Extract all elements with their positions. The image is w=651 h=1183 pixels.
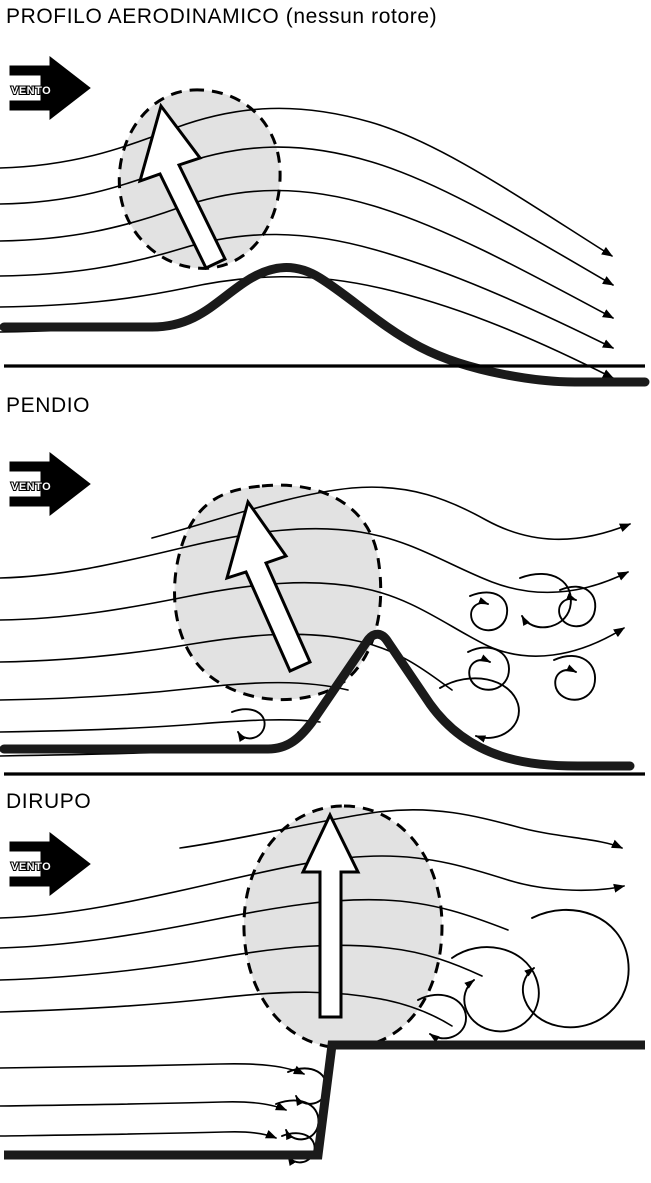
panel-title-dirupo: DIRUPO [6, 790, 91, 813]
rotors-pendio [231, 573, 597, 743]
lift-arrow-profilo [137, 102, 228, 270]
terrain-dirupo [4, 1040, 645, 1160]
panel-title-profilo: PROFILO AERODINAMICO (nessun rotore) [6, 5, 437, 28]
lift-arrow-pendio [224, 498, 312, 673]
wind-arrow-dirupo: VENTO [9, 831, 91, 897]
wind-label-profilo: VENTO [11, 85, 51, 97]
panel-title-pendio: PENDIO [6, 394, 90, 417]
panel-profilo: PROFILO AERODINAMICO (nessun rotore) VEN… [0, 5, 650, 387]
wind-label-dirupo: VENTO [11, 861, 51, 873]
panel-pendio: PENDIO VENTO [0, 394, 645, 776]
wind-arrow-profilo: VENTO [9, 55, 91, 121]
wind-label-pendio: VENTO [11, 481, 51, 493]
rotors-dirupo [275, 908, 630, 1166]
panel-dirupo: DIRUPO VENTO [0, 790, 645, 1166]
lift-arrow-dirupo [300, 811, 361, 1019]
streamlines-dirupo [0, 809, 626, 1139]
streamlines-pendio [0, 486, 632, 757]
terrain-profilo [0, 263, 650, 387]
terrain-pendio [0, 629, 635, 771]
streamlines-profilo [0, 107, 615, 379]
wind-arrow-pendio: VENTO [9, 451, 91, 517]
